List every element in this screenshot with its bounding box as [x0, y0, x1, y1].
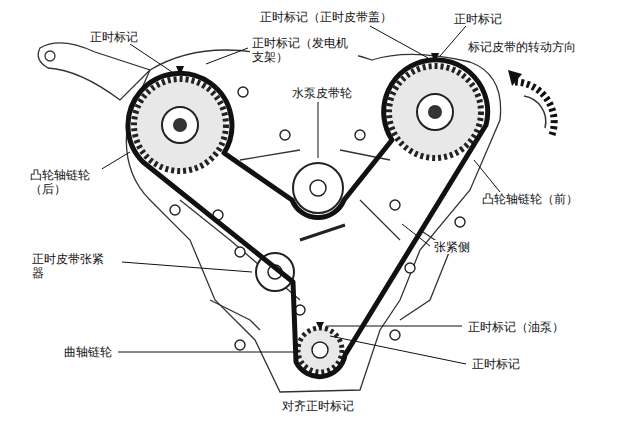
- timing-belt: [128, 60, 488, 377]
- callout-label: 正时标记（油泵）: [466, 320, 566, 334]
- hub-bolt: [428, 105, 442, 119]
- bolt: [455, 217, 465, 227]
- callout-label: 正时皮带张紧 器: [30, 252, 120, 281]
- caption: 对齐正时标记: [280, 398, 356, 415]
- leader-line: [122, 262, 252, 272]
- timing-mark: [431, 53, 439, 63]
- alternator-bracket: [38, 43, 150, 100]
- leader-line: [206, 48, 248, 64]
- callout-label: 曲轴链轮: [62, 345, 114, 359]
- leader-line: [440, 26, 466, 56]
- callout-label: 凸轮轴链轮 （后）: [28, 168, 102, 197]
- callout-label: 标记皮带的转动方向: [466, 40, 578, 54]
- timing-mark: [176, 66, 184, 76]
- bolt: [170, 205, 180, 215]
- callout-label: 水泵皮带轮: [290, 86, 354, 100]
- leader-line: [402, 224, 430, 246]
- callout-label: 凸轮轴链轮（前）: [480, 192, 580, 206]
- belt-detail: [515, 82, 554, 135]
- direction-arrow: [508, 70, 522, 86]
- hub: [417, 94, 453, 130]
- leader-line: [118, 352, 294, 353]
- bolt: [355, 130, 365, 140]
- bolt: [45, 51, 55, 61]
- camshaft-sprocket-rear: [134, 79, 226, 171]
- water-pump-pulley: [293, 163, 343, 213]
- leader-line: [130, 44, 172, 72]
- crankshaft-sprocket: [298, 328, 342, 372]
- leader-line: [474, 160, 500, 192]
- leader-line: [330, 336, 466, 364]
- callout-label: 张紧侧: [432, 240, 472, 254]
- hub-bolt: [173, 118, 187, 132]
- bolt: [280, 130, 290, 140]
- bolt: [235, 247, 245, 257]
- timing-marks: [176, 53, 439, 330]
- bolt: [235, 340, 245, 350]
- bolt: [238, 87, 248, 97]
- rotation-detail: [508, 70, 554, 135]
- sprocket-detail: [524, 96, 546, 128]
- hub: [162, 107, 198, 143]
- bolt: [405, 263, 415, 273]
- callout-label: 正时标记: [470, 357, 522, 371]
- timing-mark: [316, 322, 324, 330]
- callout-label: 正时标记: [452, 12, 504, 26]
- leader-line: [370, 26, 428, 58]
- callout-label: 正时标记（发电机 支架）: [250, 36, 358, 65]
- tensioner-spring: [300, 225, 345, 240]
- hub: [310, 180, 326, 196]
- bolt: [390, 200, 400, 210]
- callout-label: 正时标记: [88, 30, 140, 44]
- camshaft-sprocket-front: [389, 66, 481, 158]
- leader-line: [326, 326, 462, 327]
- leader-lines: [90, 26, 500, 364]
- hub: [312, 342, 328, 358]
- bolt: [390, 330, 400, 340]
- casting-rib: [210, 300, 260, 330]
- callout-label: 正时标记（正时皮带盖）: [258, 10, 394, 24]
- engine-housing: [38, 43, 500, 392]
- leader-line: [318, 102, 319, 158]
- cylinder-block: [126, 50, 500, 392]
